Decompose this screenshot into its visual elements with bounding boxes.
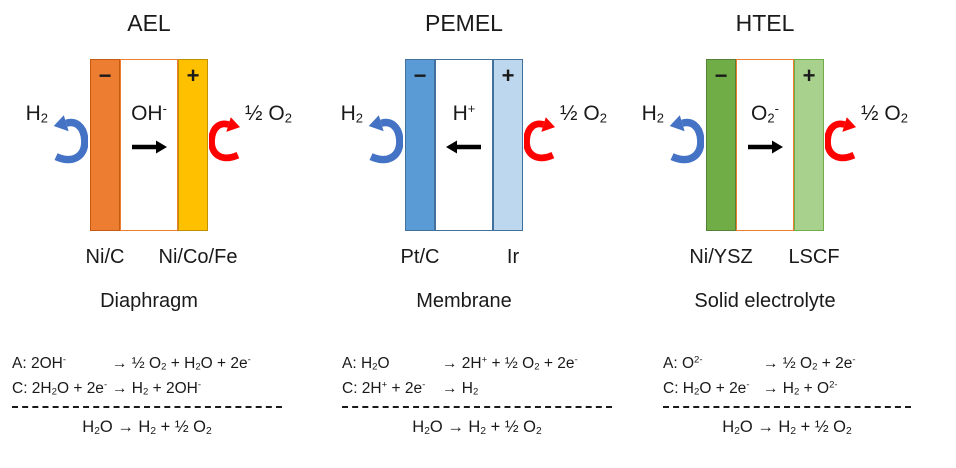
- cathode-reaction-products: → H2 + 2OH-: [112, 379, 202, 398]
- h2-output-label: H2: [25, 102, 48, 126]
- cathode-reaction-products: → H2: [442, 380, 479, 398]
- o2-output-label: ½ O2: [861, 102, 908, 126]
- o2-output-label: ½ O2: [245, 102, 292, 126]
- negative-sign: −: [98, 63, 112, 88]
- anode-electrode: +: [178, 59, 208, 231]
- anode-reaction-products: → 2H+ + ½ O2 + 2e-: [442, 354, 578, 373]
- ion-flow-arrow-icon: [131, 140, 167, 154]
- cathode-reaction-row: C: H2O + 2e- → H2 + O2-: [663, 376, 911, 401]
- reaction-equations: A: H2O → 2H+ + ½ O2 + 2e- C: 2H+ + 2e- →…: [342, 351, 612, 439]
- reaction-equations: A: O2- → ½ O2 + 2e- C: H2O + 2e- → H2 + …: [663, 351, 911, 439]
- reaction-divider: [12, 401, 282, 408]
- anode-material-label: LSCF: [788, 246, 840, 268]
- anode-reaction-products: → ½ O2 + 2e-: [763, 354, 856, 373]
- h2-outflow-arrow-icon: [50, 114, 89, 164]
- column-title: HTEL: [735, 10, 795, 36]
- o2-output-label: ½ O2: [560, 102, 607, 126]
- anode-reaction-row: A: 2OH- → ½ O2 + H2O + 2e-: [12, 351, 282, 376]
- anode-reaction-reactants: A: O2-: [663, 354, 703, 372]
- reaction-equations: A: 2OH- → ½ O2 + H2O + 2e- C: 2H2O + 2e-…: [12, 351, 282, 439]
- anode-material-label: Ir: [506, 246, 520, 268]
- anode-reaction-products: → ½ O2 + H2O + 2e-: [112, 354, 251, 373]
- separator-type-label: Membrane: [416, 290, 512, 312]
- h2-output-label: H2: [641, 102, 664, 126]
- cathode-reaction-reactants: C: H2O + 2e-: [663, 379, 750, 398]
- ion-label: OH-: [131, 100, 167, 125]
- net-reaction: H2O → H2 + ½ O2: [82, 418, 212, 437]
- cathode-material-label: Pt/C: [400, 246, 440, 268]
- separator-layer: OH-: [120, 59, 178, 231]
- anode-electrode: +: [493, 59, 523, 231]
- anode-reaction-row: A: H2O → 2H+ + ½ O2 + 2e-: [342, 351, 612, 376]
- ion-flow-arrow-icon: [747, 140, 783, 154]
- cathode-electrode: −: [90, 59, 120, 231]
- column-title: AEL: [127, 10, 171, 36]
- h2-outflow-arrow-icon: [365, 114, 404, 164]
- o2-outflow-arrow-icon: [824, 114, 859, 164]
- cathode-electrode: −: [706, 59, 736, 231]
- separator-type-label: Diaphragm: [100, 290, 198, 312]
- ion-flow-arrow-icon: [446, 140, 482, 154]
- cathode-reaction-row: C: 2H+ + 2e- → H2: [342, 376, 612, 401]
- separator-layer: H+: [435, 59, 493, 231]
- anode-reaction-reactants: A: H2O: [342, 355, 390, 373]
- o2-outflow-arrow-icon: [208, 114, 243, 164]
- net-reaction: H2O → H2 + ½ O2: [412, 418, 542, 437]
- positive-sign: +: [501, 63, 515, 88]
- negative-sign: −: [413, 63, 427, 88]
- cathode-material-label: Ni/YSZ: [689, 246, 753, 268]
- cathode-reaction-products: → H2 + O2-: [763, 379, 838, 398]
- column-title: PEMEL: [425, 10, 503, 36]
- h2-outflow-arrow-icon: [666, 114, 705, 164]
- reaction-divider: [663, 401, 911, 408]
- anode-material-label: Ni/Co/Fe: [158, 246, 238, 268]
- ion-label: H+: [452, 100, 476, 125]
- net-reaction: H2O → H2 + ½ O2: [722, 418, 852, 437]
- anode-electrode: +: [794, 59, 824, 231]
- negative-sign: −: [714, 63, 728, 88]
- electrolysis-cell: − O2- +: [706, 59, 824, 231]
- h2-output-label: H2: [340, 102, 363, 126]
- cathode-reaction-row: C: 2H2O + 2e- → H2 + 2OH-: [12, 376, 282, 401]
- reaction-divider: [342, 401, 612, 408]
- cathode-electrode: −: [405, 59, 435, 231]
- electrolysis-cell: − OH- +: [90, 59, 208, 231]
- positive-sign: +: [186, 63, 200, 88]
- anode-reaction-reactants: A: 2OH-: [12, 354, 67, 372]
- ion-label: O2-: [751, 100, 779, 126]
- cathode-material-label: Ni/C: [85, 246, 125, 268]
- o2-outflow-arrow-icon: [523, 114, 558, 164]
- positive-sign: +: [802, 63, 816, 88]
- separator-type-label: Solid electrolyte: [694, 290, 836, 312]
- cathode-reaction-reactants: C: 2H2O + 2e-: [12, 379, 108, 398]
- cathode-reaction-reactants: C: 2H+ + 2e-: [342, 379, 426, 397]
- separator-layer: O2-: [736, 59, 794, 231]
- anode-reaction-row: A: O2- → ½ O2 + 2e-: [663, 351, 911, 376]
- electrolysis-cell: − H+ +: [405, 59, 523, 231]
